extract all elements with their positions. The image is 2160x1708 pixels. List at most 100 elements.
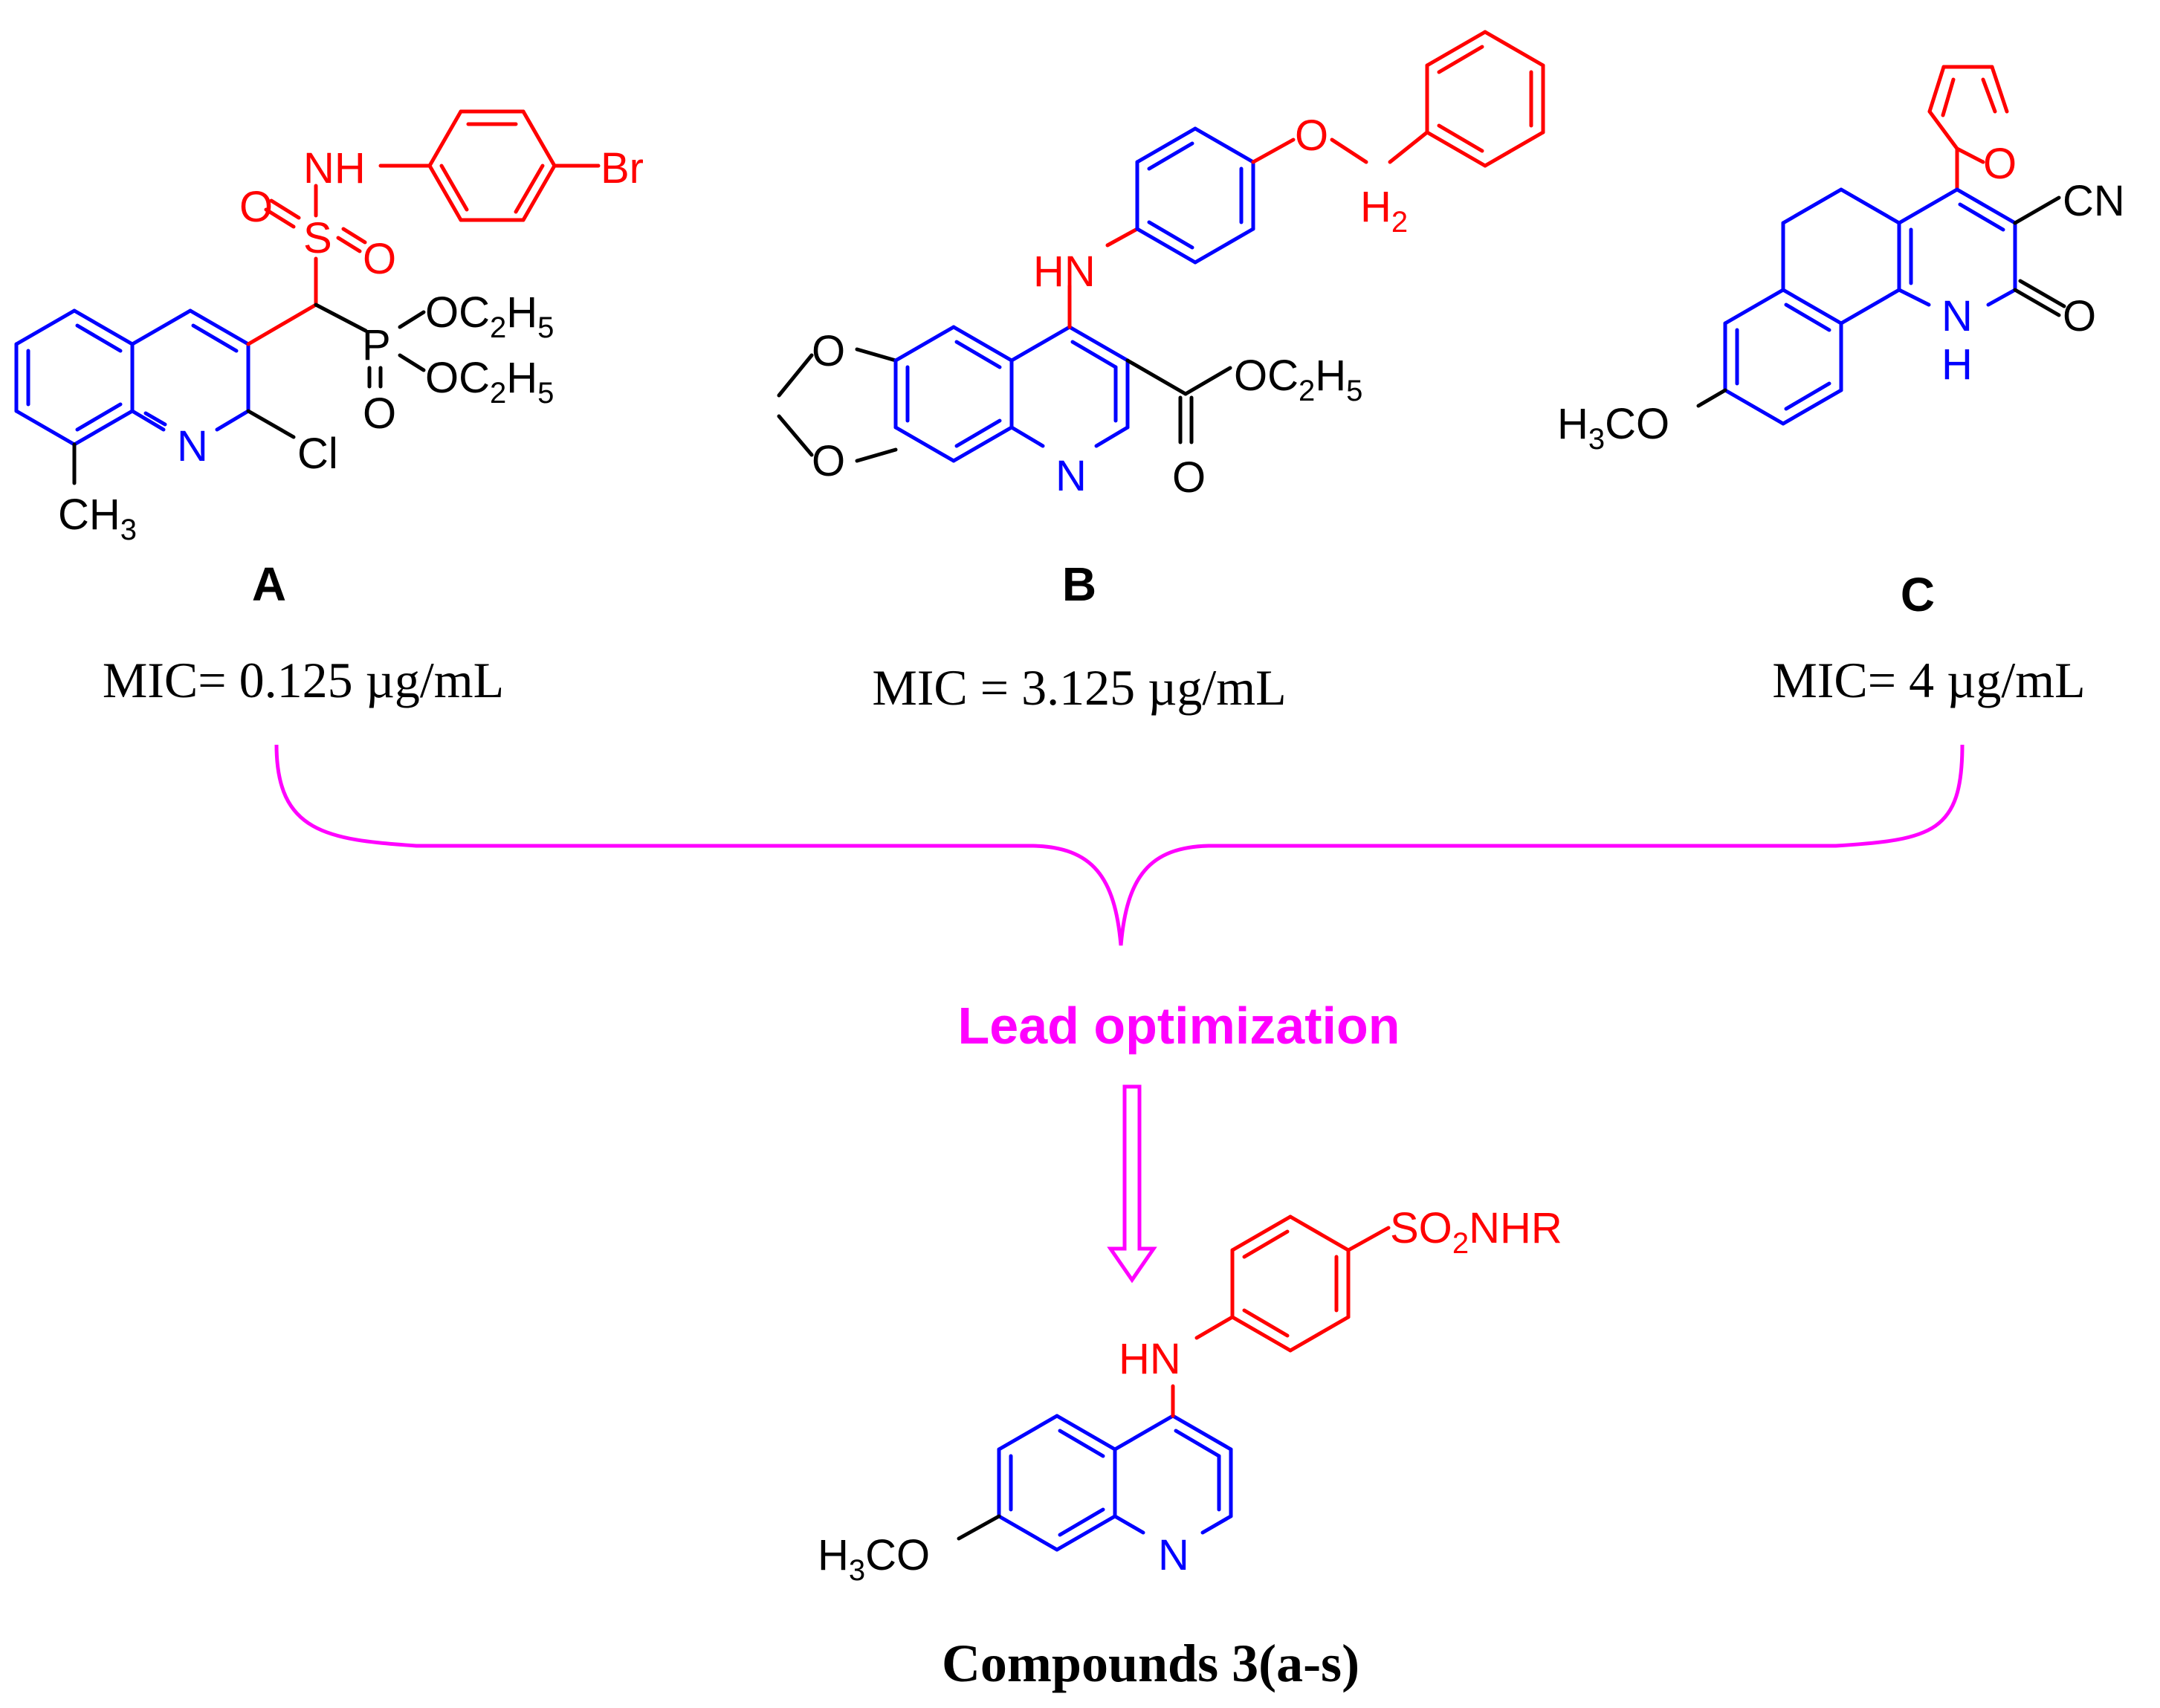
compound-c-methoxy-h: H [1557,400,1588,448]
target-structure [957,1214,1391,1552]
target-compounds-label: Compounds 3(a-s) [942,1634,1359,1693]
target-nhr-atom: NHR [1469,1204,1562,1252]
compound-a-oet1-h: H [506,288,537,337]
svg-text:O: O [1295,111,1328,160]
svg-text:O: O [2063,292,2096,340]
target-quinoline [997,1414,1233,1552]
compound-b-oet-sub5: 5 [1346,375,1362,407]
target-methoxy-co: CO [865,1531,930,1579]
compound-c-label: C [1901,568,1935,621]
svg-text:O: O [239,183,273,231]
compound-b-label: B [1062,557,1096,611]
target-n-atom: N [1158,1531,1189,1579]
svg-text:N: N [1158,1531,1189,1579]
svg-text:H2: H2 [1360,183,1408,239]
svg-text:O: O [1983,140,2017,188]
compound-a-p-atom: P [362,321,391,369]
compound-b-structure [777,30,1545,463]
target-phenyl [1230,1214,1391,1353]
convergence-brace [274,744,1965,946]
compound-b-oet-sub2: 2 [1299,375,1315,407]
compound-b-hn-atom: HN [1033,248,1096,296]
compound-c-structure [1696,65,2066,426]
svg-text:N: N [177,422,208,470]
svg-text:CN: CN [2063,177,2125,225]
compound-b-aniline [1067,227,1139,329]
target-atom-labels: SO2NHR HN N H3CO [818,1204,1562,1587]
compound-c-carbonyl-o: O [2063,292,2096,340]
target-amine-bond-2 [1194,1315,1235,1340]
svg-text:OC2H5: OC2H5 [425,288,554,344]
compound-a-chloro-bond [246,409,296,439]
compound-c-atom-labels: O CN O N H H3CO [1557,140,2125,456]
svg-text:OC2H5: OC2H5 [1234,352,1362,407]
compound-a-structure [14,109,601,485]
target-so-atom: SO [1390,1204,1452,1252]
target-methoxy-h: H [818,1531,849,1579]
compound-b-o1-atom: O [812,327,845,375]
svg-text:Br: Br [601,144,644,193]
compound-a-mic: MIC= 0.125 µg/mL [103,652,504,708]
compound-a-quinoline [14,308,250,447]
svg-text:P: P [362,321,391,369]
compound-a-oet2-atom: OC [425,354,490,402]
compound-c-nh-h-atom: H [1941,340,1973,389]
svg-text:H3CO: H3CO [818,1531,930,1587]
compound-a-o1-atom: O [239,183,273,231]
svg-text:O: O [1172,453,1206,502]
target-hn-atom: HN [1119,1335,1181,1383]
svg-text:H: H [1941,340,1973,389]
compound-b-benzyloxy [1251,30,1545,168]
svg-text:HN: HN [1033,248,1096,296]
compound-a-sulfonamide [246,109,601,346]
compound-b-ester [1125,358,1232,444]
svg-text:N: N [1055,452,1087,500]
compound-b-carbonyl-o: O [1172,453,1206,502]
compound-b-h-atom: H [1360,183,1391,231]
svg-text:O: O [812,327,845,375]
compound-b-o-atom: O [1295,111,1328,160]
target-so-sub2: 2 [1452,1227,1469,1260]
compound-a-oet1-atom: OC [425,288,490,337]
compound-b-quinoline [893,325,1130,463]
svg-text:O: O [363,389,396,438]
compound-c-methoxy-sub3: 3 [1588,423,1605,456]
svg-text:S: S [303,214,332,262]
compound-c-tricyclic [1723,187,2017,426]
compound-b-oet-h: H [1315,352,1346,400]
compound-a-phosphonate [314,303,426,389]
svg-text:O: O [363,235,396,283]
compound-c-mic: MIC= 4 µg/mL [1772,652,2085,708]
compound-a-atom-labels: NH Br S O O P O OC2H5 OC2H5 N Cl CH3 [58,144,644,546]
compound-a-nh-atom: NH [303,144,366,193]
compound-a-label: A [252,557,286,611]
svg-text:H3CO: H3CO [1557,400,1669,456]
compound-a-o2-atom: O [363,235,396,283]
compound-a-oet1-sub5: 5 [537,311,554,344]
svg-text:SO2NHR: SO2NHR [1390,1204,1562,1260]
svg-text:NH: NH [303,144,366,193]
compound-a-ch-sub3: 3 [120,514,137,546]
down-arrow-icon [1107,1084,1157,1284]
compound-a-cl-atom: Cl [297,430,338,478]
compound-c-methoxy-co: CO [1605,400,1669,448]
target-methoxy-bond [957,1514,1001,1541]
svg-text:CH3: CH3 [58,491,137,546]
compound-a-br-atom: Br [601,144,644,193]
compound-a-oet2-h: H [506,354,537,402]
compound-b-h-sub2: 2 [1391,206,1408,239]
compound-c-cn-atom: CN [2063,177,2125,225]
compound-a-s-atom: S [303,214,332,262]
compound-a-oet2-sub5: 5 [537,377,554,410]
compound-c-furan-o-atom: O [1983,140,2017,188]
compound-b-oet-atom: OC [1234,352,1299,400]
svg-text:HN: HN [1119,1335,1181,1383]
svg-text:OC2H5: OC2H5 [425,354,554,410]
svg-text:Cl: Cl [297,430,338,478]
compound-b-dioxole [777,347,898,463]
compound-c-n-atom: N [1941,292,1973,340]
compound-c-furan [1927,65,2009,192]
compound-a-ch-atom: CH [58,491,120,539]
compound-b-atom-labels: O H2 HN O O N OC2H5 O [812,111,1408,502]
